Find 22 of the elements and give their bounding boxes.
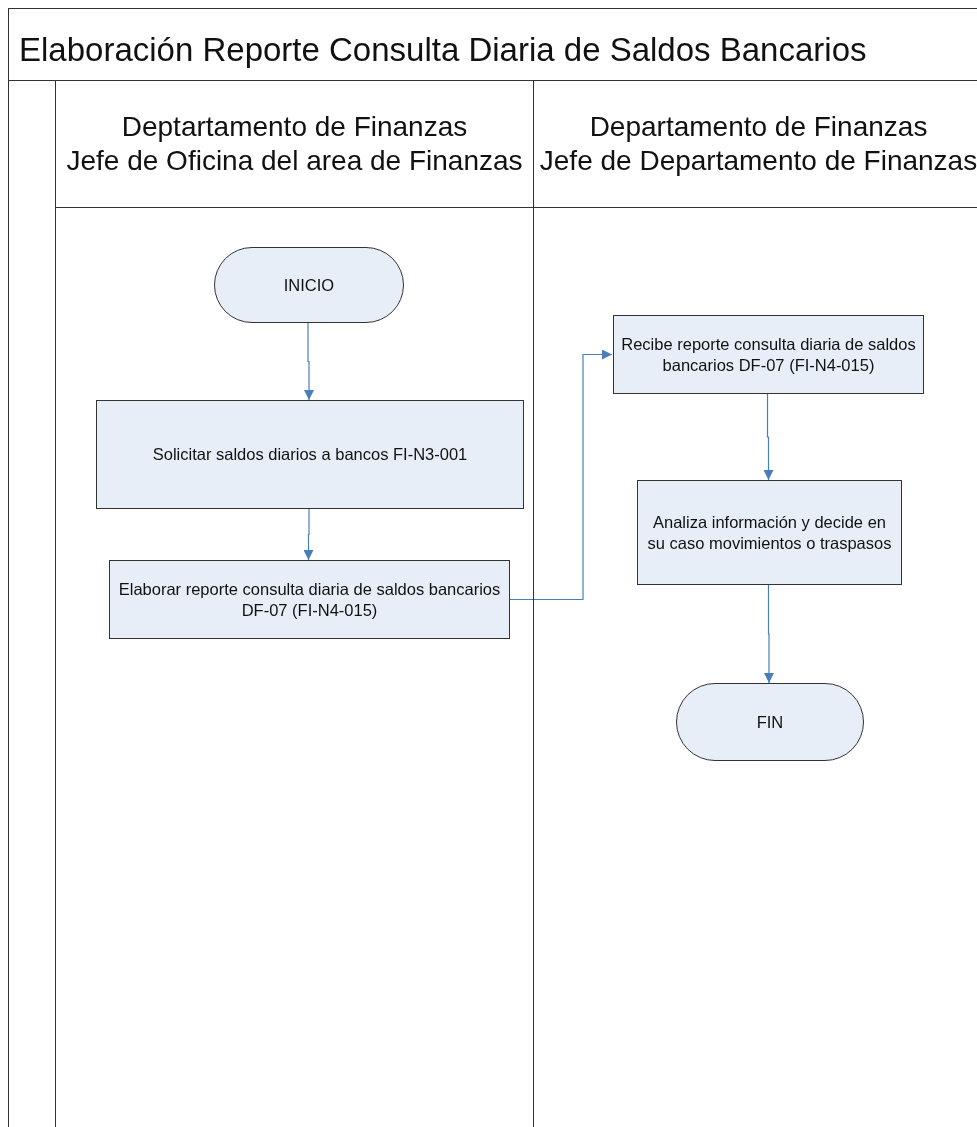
- arrow: [763, 393, 774, 481]
- lane-title: Jefe de Departamento de Finanzas: [539, 143, 977, 178]
- arrow: [304, 322, 314, 401]
- lane-title: Jefe de Oficina del area de Finanzas: [66, 143, 523, 178]
- arrow: [508, 349, 613, 601]
- arrow: [303, 508, 314, 561]
- diagram-title: Elaboración Reporte Consulta Diaria de Saldos Bancarios: [19, 31, 867, 69]
- node-text: Recibe reporte consulta diaria de saldos bancarios DF-07 (FI-N4-015): [620, 333, 917, 376]
- process-box: [637, 480, 902, 585]
- node-text: FIN: [756, 711, 784, 733]
- swimlane: [533, 80, 977, 1127]
- node-text: Analiza información y decide en su caso movimientos o traspasos: [646, 511, 893, 554]
- node-text: INICIO: [283, 274, 335, 296]
- arrow: [764, 584, 774, 684]
- lane-title: Deptartamento de Finanzas: [121, 109, 468, 144]
- process-box: [96, 400, 524, 509]
- node-text: Solicitar saldos diarios a bancos FI-N3-001: [152, 444, 468, 465]
- swimlane: [55, 80, 533, 1127]
- process-box: [109, 560, 510, 639]
- node-text: Elaborar reporte consulta diaria de saldos bancarios DF-07 (FI-N4-015): [117, 578, 502, 621]
- process-box: [613, 315, 924, 394]
- lane-title: Departamento de Finanzas: [589, 109, 928, 144]
